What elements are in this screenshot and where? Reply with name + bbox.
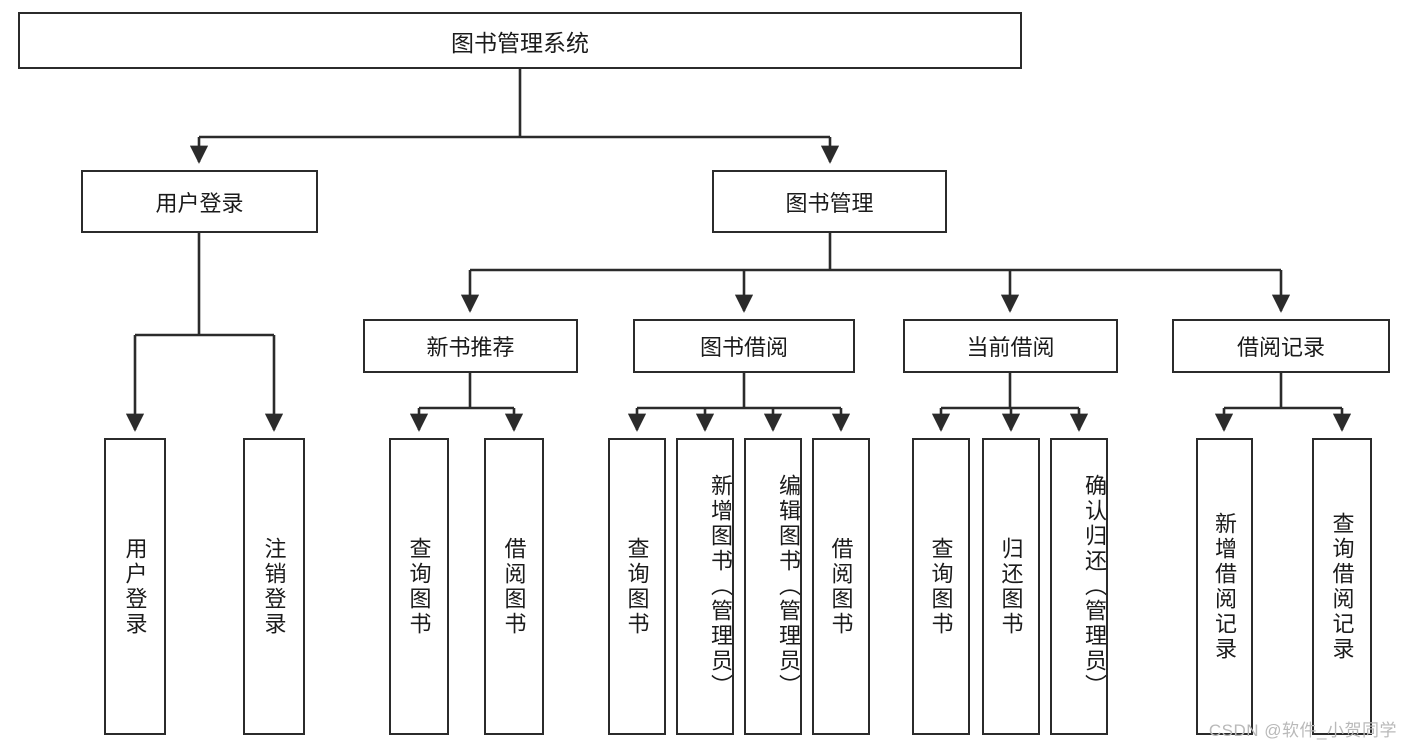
- node-leaf-query-book-1-label: 查询图书: [406, 536, 432, 637]
- node-new-book-rec[interactable]: 新书推荐: [363, 319, 578, 373]
- csdn-watermark: CSDN @软件_小贺同学: [1208, 721, 1397, 740]
- node-book-borrow-label: 图书借阅: [699, 335, 788, 360]
- node-leaf-add-book[interactable]: 新增图书（管理员）: [676, 438, 734, 735]
- node-leaf-edit-book[interactable]: 编辑图书（管理员）: [744, 438, 802, 735]
- node-user-login[interactable]: 用户登录: [81, 170, 318, 233]
- node-book-manage-label: 图书管理: [785, 190, 874, 216]
- node-leaf-user-login[interactable]: 用户登录: [104, 438, 166, 735]
- node-current-borrow-label: 当前借阅: [966, 335, 1055, 360]
- node-leaf-borrow-book-1[interactable]: 借阅图书: [484, 438, 544, 735]
- node-leaf-query-book-2-label: 查询图书: [624, 536, 650, 637]
- node-leaf-query-book-3[interactable]: 查询图书: [912, 438, 970, 735]
- node-borrow-record[interactable]: 借阅记录: [1172, 319, 1390, 373]
- node-leaf-query-book-2[interactable]: 查询图书: [608, 438, 666, 735]
- node-leaf-edit-book-label: 编辑图书（管理员）: [776, 474, 801, 699]
- node-book-borrow[interactable]: 图书借阅: [633, 319, 855, 373]
- node-leaf-return-book-label: 归还图书: [998, 536, 1024, 637]
- node-book-manage[interactable]: 图书管理: [712, 170, 947, 233]
- node-leaf-query-record[interactable]: 查询借阅记录: [1312, 438, 1372, 735]
- node-leaf-confirm-return-label: 确认归还（管理员）: [1082, 474, 1107, 699]
- node-leaf-borrow-book-2[interactable]: 借阅图书: [812, 438, 870, 735]
- node-leaf-borrow-book-2-label: 借阅图书: [828, 536, 854, 637]
- node-leaf-logout[interactable]: 注销登录: [243, 438, 305, 735]
- node-leaf-query-book-1[interactable]: 查询图书: [389, 438, 449, 735]
- node-user-login-label: 用户登录: [155, 190, 244, 216]
- node-leaf-confirm-return[interactable]: 确认归还（管理员）: [1050, 438, 1108, 735]
- node-leaf-user-login-label: 用户登录: [122, 536, 148, 637]
- node-new-book-rec-label: 新书推荐: [426, 335, 515, 360]
- node-current-borrow[interactable]: 当前借阅: [903, 319, 1118, 373]
- node-leaf-add-record-label: 新增借阅记录: [1212, 511, 1238, 662]
- node-leaf-query-book-3-label: 查询图书: [928, 536, 954, 637]
- node-leaf-add-record[interactable]: 新增借阅记录: [1196, 438, 1253, 735]
- node-leaf-borrow-book-1-label: 借阅图书: [501, 536, 527, 637]
- node-leaf-return-book[interactable]: 归还图书: [982, 438, 1040, 735]
- node-leaf-query-record-label: 查询借阅记录: [1329, 511, 1355, 662]
- node-root-label: 图书管理系统: [451, 29, 589, 56]
- node-leaf-logout-label: 注销登录: [261, 536, 287, 637]
- node-root[interactable]: 图书管理系统: [18, 12, 1022, 69]
- node-leaf-add-book-label: 新增图书（管理员）: [708, 474, 733, 699]
- node-borrow-record-label: 借阅记录: [1236, 335, 1325, 360]
